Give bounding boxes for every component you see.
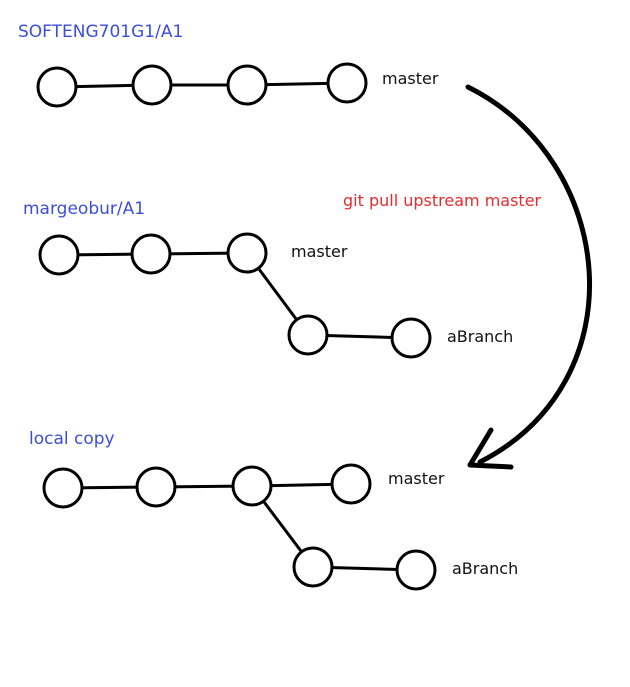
commit-node-fork-1 [38, 234, 80, 276]
commit-node-local-2 [135, 466, 177, 508]
commit-nodes [36, 62, 437, 591]
commit-node-upstream-4 [326, 62, 368, 104]
branch-label-upstream-master: master [382, 69, 439, 88]
commit-node-local-4 [330, 463, 372, 505]
commit-node-local-6 [395, 549, 437, 591]
commit-node-fork-4 [287, 314, 329, 356]
commit-node-upstream-1 [36, 66, 78, 108]
pull-arrow [465, 84, 592, 465]
commit-node-upstream-3 [226, 64, 268, 106]
branch-label-fork-master: master [291, 242, 348, 261]
commit-node-fork-2 [130, 233, 172, 275]
panel-title-local: local copy [29, 429, 115, 449]
pull-arrow-head [467, 427, 514, 470]
commit-node-local-3 [231, 465, 273, 507]
commit-node-local-5 [292, 546, 334, 588]
commit-node-fork-5 [390, 317, 432, 359]
panel-title-upstream: SOFTENG701G1/A1 [18, 22, 184, 42]
commit-node-upstream-2 [131, 64, 173, 106]
panel-title-fork: margeobur/A1 [23, 199, 146, 219]
branch-label-local-master: master [388, 469, 445, 488]
branch-label-local-abranch: aBranch [452, 559, 519, 578]
commit-node-fork-3 [226, 232, 268, 274]
commit-node-local-1 [42, 467, 84, 509]
operation-label: git pull upstream master [343, 191, 542, 210]
branch-label-fork-abranch: aBranch [447, 327, 514, 346]
